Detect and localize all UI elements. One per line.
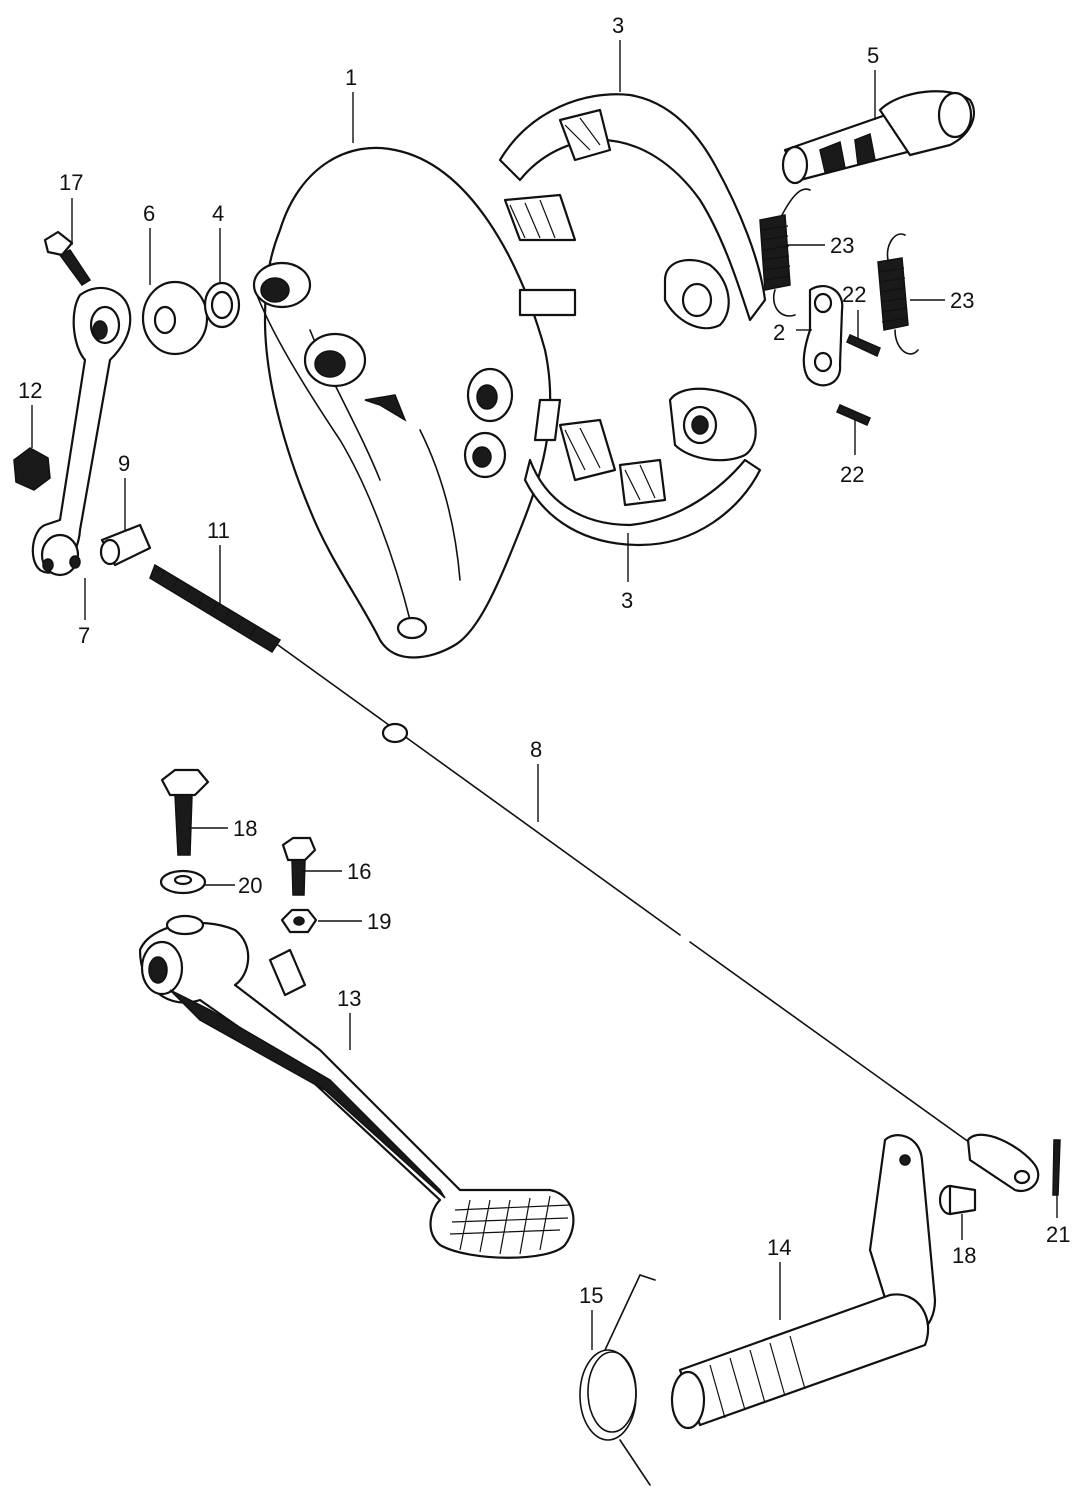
bolt-16-part: [281, 836, 317, 896]
callout-22-upper: 22: [842, 282, 866, 307]
callout-13: 13: [337, 986, 361, 1011]
callout-8: 8: [530, 737, 542, 762]
brake-arm-7-part: [31, 286, 132, 577]
pivot-shaft-14-part: [670, 1134, 937, 1430]
callout-1: 1: [345, 65, 357, 90]
callout-4: 4: [212, 201, 224, 226]
callout-6: 6: [143, 201, 155, 226]
callout-22-lower: 22: [840, 462, 864, 487]
link-plate-part: [802, 284, 844, 387]
brake-rod-8-part: [277, 644, 1040, 1193]
callout-7: 7: [78, 623, 90, 648]
callout-20: 20: [238, 873, 262, 898]
brake-panel-part: [252, 146, 577, 659]
washer-20-part: [159, 869, 207, 895]
brake-shoe-lower-part: [523, 387, 762, 547]
cotter-pin-lower-part: [836, 404, 871, 426]
bolt-18-upper-part: [160, 768, 210, 856]
callout-11: 11: [207, 518, 230, 543]
brake-pedal-13-part: [138, 914, 575, 1259]
adjusting-nut-11-part: [149, 563, 282, 654]
nut-19-part: [280, 908, 318, 934]
bolt-17-part: [43, 230, 92, 287]
callout-15: 15: [579, 1283, 603, 1308]
joint-pin-9-part: [99, 523, 152, 567]
callout-17: 17: [59, 170, 83, 195]
callout-3-upper: 3: [612, 13, 624, 38]
callout-2: 2: [773, 320, 785, 345]
callout-leader-lines: [31, 40, 1058, 1350]
callout-5: 5: [867, 43, 879, 68]
seal-ring-4-part: [203, 281, 241, 329]
return-spring-right-part: [877, 233, 919, 355]
callout-labels: 1 3 3 5 17 6 4 23 23 22 2 22 12 9 11 7 8…: [18, 13, 1070, 1308]
return-spring-left-part: [759, 188, 811, 317]
callout-23-right: 23: [950, 288, 974, 313]
callout-3-lower: 3: [621, 588, 633, 613]
bolt-18-lower-part: [938, 1184, 977, 1216]
callout-14: 14: [767, 1235, 791, 1260]
callout-9: 9: [118, 451, 130, 476]
pedal-return-spring-15-part: [579, 1274, 656, 1486]
callout-21: 21: [1046, 1222, 1070, 1247]
callout-23-left: 23: [830, 233, 854, 258]
callout-18-lower: 18: [952, 1243, 976, 1268]
callout-18-upper: 18: [233, 816, 257, 841]
washer-6-part: [141, 280, 209, 356]
callout-12: 12: [18, 378, 42, 403]
callout-16: 16: [347, 859, 371, 884]
cotter-pin-upper-part: [846, 334, 881, 358]
callout-19: 19: [367, 909, 391, 934]
cotter-pin-21-part: [1052, 1139, 1061, 1196]
nut-12-part: [13, 447, 51, 491]
brake-shoe-upper-part: [498, 93, 767, 330]
brake-cam-part: [781, 90, 976, 185]
